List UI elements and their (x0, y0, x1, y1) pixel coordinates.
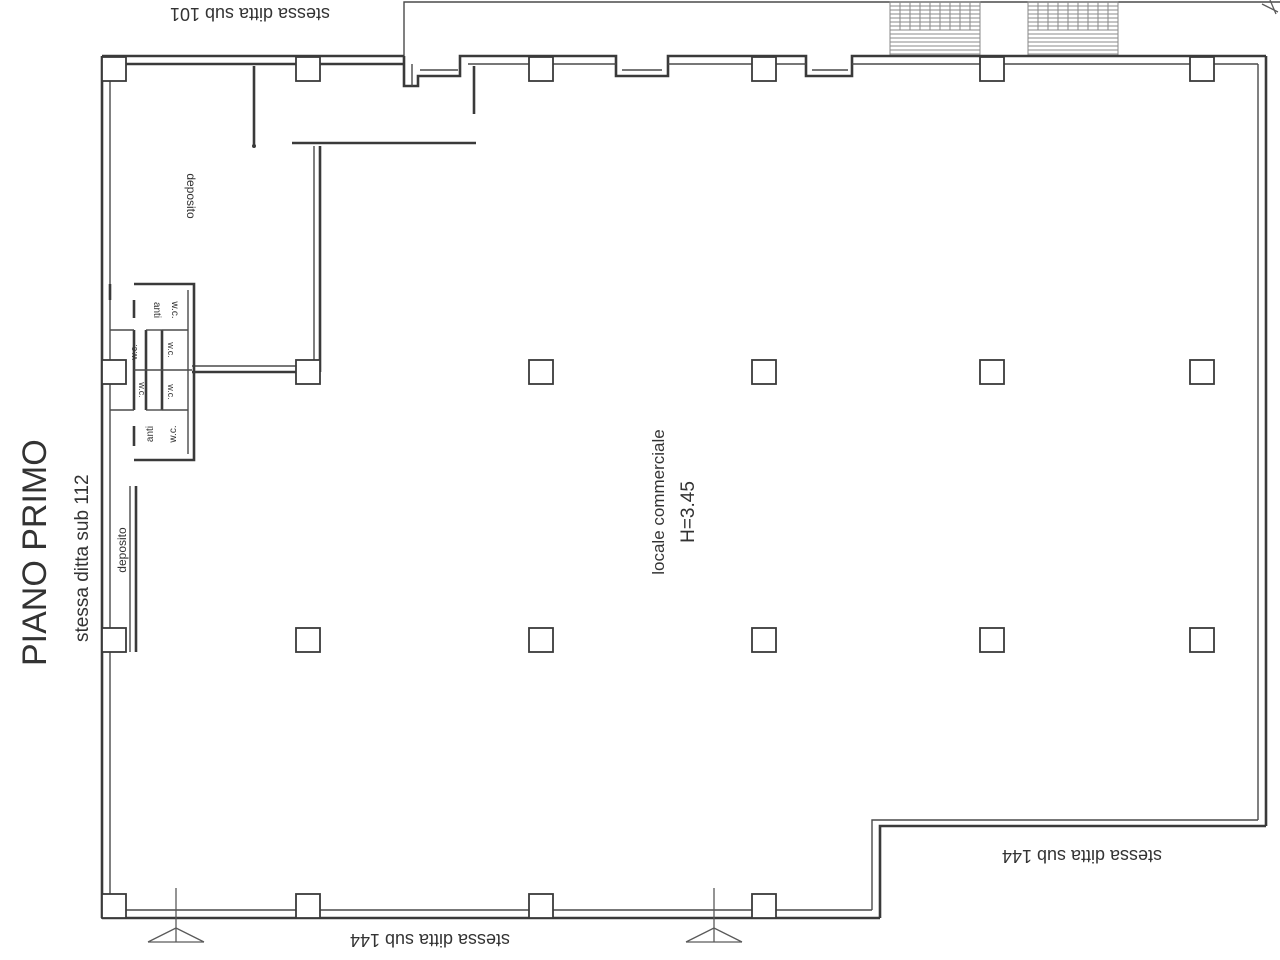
structural-columns (101, 56, 1215, 919)
column (295, 359, 321, 385)
column (101, 893, 127, 919)
right-neighbor-label: stessa ditta sub 144 (1002, 846, 1162, 866)
corner-marker (1261, 0, 1279, 15)
interior-partitions (108, 66, 476, 652)
column (979, 627, 1005, 653)
outer-wall (100, 54, 1268, 920)
column (528, 359, 554, 385)
room-label-deposito-upper: deposito (184, 173, 198, 219)
column (751, 627, 777, 653)
wc-label-wc-upper-left: w.c. (129, 344, 139, 361)
column (101, 56, 127, 82)
column (751, 893, 777, 919)
column (295, 627, 321, 653)
column (101, 627, 127, 653)
wc-label-wc-lower-left: w.c. (137, 381, 147, 398)
column (295, 56, 321, 82)
wc-label-anti-lower: anti (145, 426, 156, 442)
wc-label-wc-lower-right: w.c. (168, 425, 179, 443)
section-marker-right (685, 888, 743, 943)
column (528, 893, 554, 919)
column (1189, 56, 1215, 82)
column (979, 359, 1005, 385)
room-label-main: locale commerciale (649, 429, 668, 575)
wc-label-wc-upper-mid: w.c. (166, 341, 176, 358)
room-height-label: H=3.45 (678, 481, 699, 543)
column (751, 56, 777, 82)
column (101, 359, 127, 385)
column (295, 893, 321, 919)
left-neighbor-label: stessa ditta sub 112 (72, 474, 93, 642)
bottom-neighbor-label: stessa ditta sub 144 (350, 930, 510, 950)
wc-label-wc-upper-right: w.c. (169, 300, 180, 318)
column (528, 627, 554, 653)
column (1189, 359, 1215, 385)
top-neighbor-label: stessa ditta sub 101 (170, 4, 330, 24)
staircase-right (1027, 1, 1119, 57)
column (751, 359, 777, 385)
top-neighbor-outline (403, 1, 1280, 56)
drawing-title: PIANO PRIMO (16, 439, 54, 666)
column (528, 56, 554, 82)
section-marker-left (147, 888, 205, 943)
wc-label-wc-lower-mid: w.c. (166, 383, 176, 400)
wc-label-anti-upper: anti (151, 302, 162, 318)
staircase-left (889, 1, 981, 57)
column (1189, 627, 1215, 653)
room-label-deposito-lower: deposito (115, 527, 129, 573)
column (979, 56, 1005, 82)
